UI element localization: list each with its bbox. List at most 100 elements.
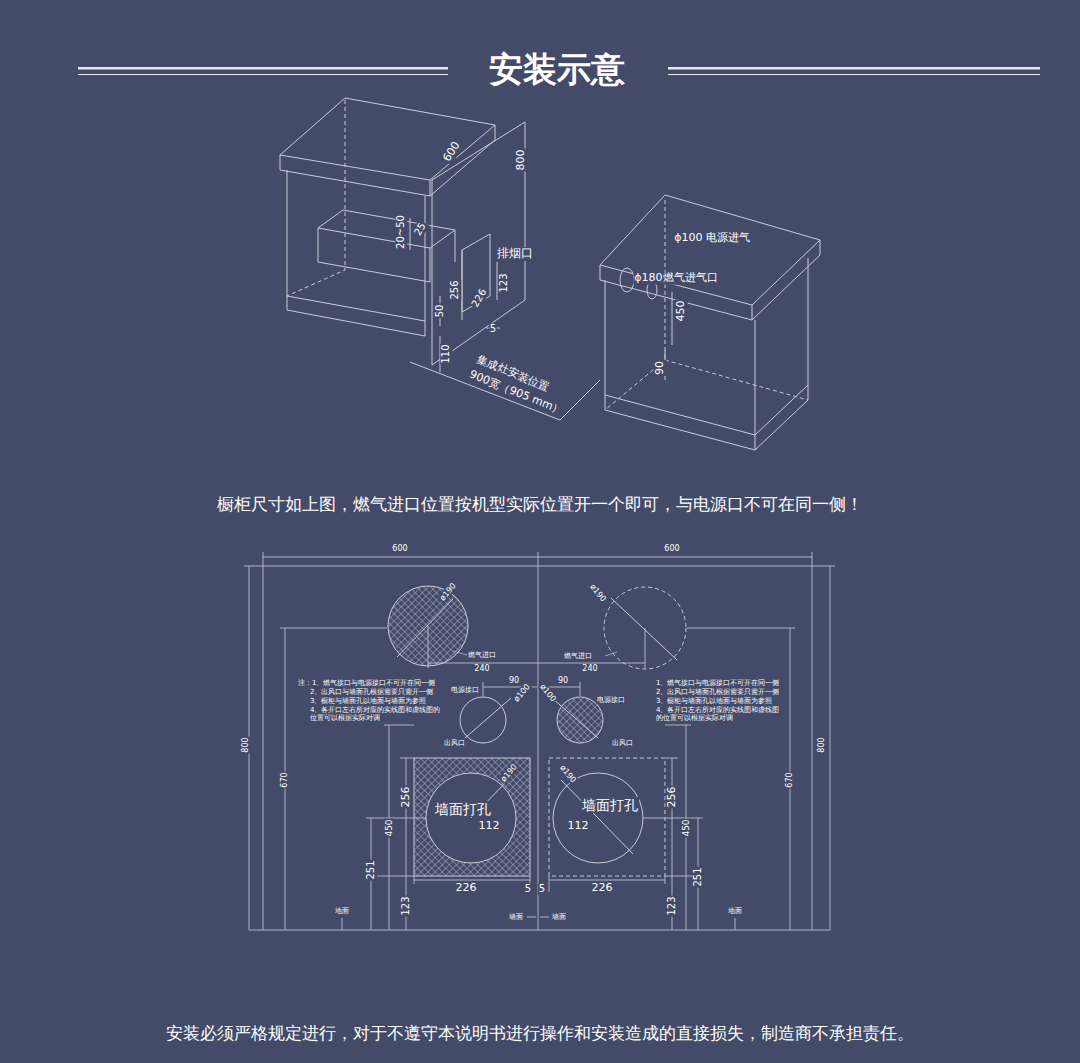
air-outlet-square: 出风口ø190墙面打孔112	[549, 758, 665, 876]
drawing-stroke	[244, 552, 835, 930]
drawing-stroke	[620, 268, 634, 292]
dimension-number: 251	[365, 859, 377, 880]
reference-label: 墙面	[551, 913, 567, 921]
drawing-stroke	[432, 122, 525, 365]
drawing-stroke	[287, 170, 425, 336]
node-text: 112	[567, 820, 590, 833]
drawing-stroke	[643, 725, 703, 930]
drawing-stroke	[600, 195, 820, 450]
part-label: ϕ180燃气进气口	[633, 272, 718, 285]
page-title: 安装示意	[488, 50, 626, 89]
dimension-number: 251	[692, 866, 704, 887]
drawing-stroke	[287, 100, 345, 296]
dimension-number: 256	[400, 786, 413, 809]
dimension-number: 90	[557, 676, 569, 685]
drawing-stroke	[553, 773, 643, 863]
reference-label: 地面	[727, 907, 743, 915]
dimension-number: 90	[654, 360, 667, 376]
reference-label: 地面	[334, 907, 350, 915]
dimension-number: 226	[469, 286, 490, 310]
gas-inlet-circle: ø190燃气进口	[387, 585, 469, 667]
dimension-number: 5	[489, 323, 497, 335]
part-label: ϕ100 电源进气	[673, 232, 751, 245]
dimension-number: 256	[666, 786, 679, 809]
drawing-stroke	[414, 758, 530, 876]
dimension-number: 600	[391, 544, 408, 553]
drawing-stroke	[388, 586, 468, 666]
dimension-number: 600	[663, 544, 680, 553]
note-text: 1、燃气接口与电源接口不可开在同一侧	[655, 679, 780, 687]
dimension-number: 20~50	[395, 214, 407, 250]
dimension-number: 800	[241, 736, 250, 753]
note-text: 2、出风口与墙面孔根据需要只需开一侧	[309, 688, 434, 696]
power-port-circle: 电源接口ø100	[556, 696, 604, 744]
dimension-number: 123	[666, 895, 678, 916]
note-text: 2、出风口与墙面孔根据需要只需开一侧	[655, 688, 780, 696]
caption-text: 橱柜尺寸如上图，燃气进口位置按机型实际位置开一个即可，与电源口不可在同一侧！	[216, 495, 864, 515]
dimension-number: 800	[817, 736, 826, 753]
note-text: 注：1、燃气接口与电源接口不可开在同一侧	[297, 679, 436, 687]
dimension-number: 240	[473, 664, 490, 673]
drawing-stroke	[287, 296, 425, 321]
dimension-number: 5	[538, 883, 546, 895]
node-text: 电源接口	[450, 686, 480, 694]
drawing-stroke	[280, 628, 795, 930]
node-text: 112	[478, 820, 501, 833]
power-port-circle-outline	[459, 696, 507, 744]
node-text: 燃气进口	[467, 651, 497, 659]
dimension-number: 240	[581, 664, 598, 673]
dimension-number: 450	[675, 300, 688, 323]
drawing-stroke	[280, 155, 430, 196]
cabinet-3d-left	[280, 98, 600, 420]
cabinet-3d-right	[600, 195, 820, 450]
part-label: 排烟口	[496, 247, 534, 261]
dimension-number: 670	[280, 771, 289, 788]
note-text: 3、橱柜与墙面孔以地面与墙面为参照	[655, 697, 773, 705]
drawing-stroke	[552, 698, 598, 738]
dimension-number: 600	[441, 139, 464, 165]
dimension-number: 90	[508, 676, 520, 685]
note-text: 4、各开口左右所对应的实线图和虚线图的位置可以根据实际对调	[655, 706, 787, 722]
drawing-stroke	[453, 651, 467, 655]
drawing-stroke	[426, 773, 516, 863]
drawing-stroke	[342, 917, 735, 930]
dimension-number: 256	[449, 279, 461, 300]
drawing-stroke	[462, 234, 490, 312]
dimension-number: 450	[384, 818, 394, 837]
drawing-stroke	[668, 67, 1040, 70]
drawing-stroke	[611, 598, 677, 660]
drawing-stroke	[410, 218, 500, 372]
drawing-stroke	[549, 758, 665, 876]
node-text: 燃气进口	[563, 652, 593, 660]
node-text: 电源接口	[596, 696, 626, 704]
drawing-stroke	[78, 67, 448, 70]
dimension-number: 226	[591, 882, 614, 895]
drawing-stroke	[465, 698, 511, 738]
dimension-number: 50	[434, 304, 446, 319]
dimension-number: 25	[411, 220, 428, 239]
elevation-frame	[244, 552, 835, 930]
note-text: 4、各开口左右所对应的实线图和虚线图的位置可以根据实际对调	[309, 706, 445, 722]
dimension-number: 5	[524, 883, 532, 895]
footer-notice: 安装必须严格规定进行，对于不遵守本说明书进行操作和安装造成的直接损失，制造商不承…	[165, 1024, 915, 1044]
node-text: 墙面打孔	[581, 797, 639, 813]
node-text: 墙面打孔	[434, 801, 492, 817]
drawing-stroke	[605, 200, 808, 410]
gas-inlet-circle: ø190燃气进口	[603, 586, 687, 670]
dimension-number: 123	[400, 895, 412, 916]
dimension-number: 123	[498, 272, 510, 293]
node-text: ø100	[537, 682, 558, 705]
dimension-number: 450	[681, 818, 691, 837]
drawing-stroke	[397, 599, 453, 657]
dimension-number: 800	[515, 149, 528, 172]
dimension-number: 226	[455, 882, 478, 895]
dimension-number: 110	[440, 343, 452, 364]
node-text: ø190	[587, 582, 608, 605]
gas-inlet-circle-outline	[603, 586, 687, 670]
drawing-stroke	[318, 210, 455, 282]
node-text: ø190	[557, 763, 578, 786]
drawing-stroke	[604, 587, 686, 669]
drawing-stroke	[668, 74, 1040, 75]
drawing-stroke	[561, 780, 633, 854]
